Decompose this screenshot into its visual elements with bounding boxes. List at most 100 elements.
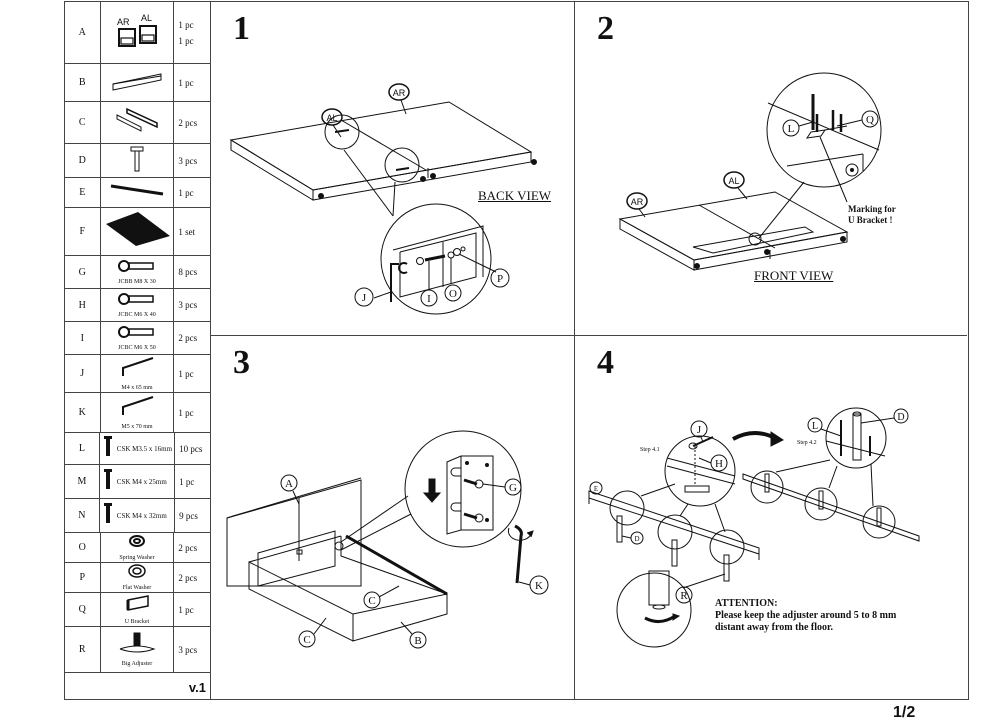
part-letter: F <box>65 208 101 255</box>
view-label: BACK VIEW <box>478 188 552 203</box>
qty-value: 8 pcs <box>178 267 198 277</box>
screw-icon <box>103 467 113 496</box>
part-caption: CSK M4 x 25mm <box>116 477 167 486</box>
part-letter: Q <box>65 593 101 626</box>
svg-text:AR: AR <box>631 197 644 207</box>
part-caption: M4 x 65 mm <box>121 385 153 391</box>
part-image: CSK M4 x 32mm <box>100 499 176 532</box>
callout-A <box>280 474 298 492</box>
part-caption: CSK M3.5 x 16mm <box>116 444 173 453</box>
part-letter: E <box>65 178 101 207</box>
qty-value: 1 pc <box>178 187 194 198</box>
part-image: M5 x 70 mm <box>101 393 175 432</box>
part-image: JCBC M6 X 50 <box>101 322 175 354</box>
qty-value: 1 pc <box>178 77 194 88</box>
part-quantity: 1 pc <box>174 178 211 207</box>
side-rails-icon <box>107 105 167 140</box>
callout-C <box>363 591 381 609</box>
bed-panel-side <box>230 139 314 201</box>
part-quantity: 3 pcs <box>174 289 211 321</box>
callout-AR <box>626 192 648 210</box>
qty-value: 2 pcs <box>178 572 198 583</box>
attention-note: ATTENTION: Please keep the adjuster arou… <box>715 598 897 633</box>
parts-row: D 3 pcs <box>65 144 211 178</box>
screw-icon <box>103 501 113 530</box>
qty-value: 2 pcs <box>178 333 198 343</box>
allen-key-icon <box>117 395 157 422</box>
callout-E <box>589 481 603 495</box>
svg-text:O: O <box>449 288 457 300</box>
svg-text:Q: Q <box>866 114 874 126</box>
part-quantity: 3 pcs <box>174 144 211 177</box>
svg-text:AL: AL <box>141 13 152 23</box>
part-quantity: 2 pcs <box>174 102 211 143</box>
part-image <box>101 102 175 143</box>
part-letter: G <box>65 256 101 288</box>
part-caption: Flat Washer <box>122 585 152 591</box>
part-letter: D <box>65 144 101 177</box>
qty-value: 1 pc <box>178 35 194 46</box>
attention-line: Please keep the adjuster around 5 to 8 m… <box>715 610 897 621</box>
qty-value: 1 pc <box>178 604 194 615</box>
part-quantity: 2 pcs <box>174 563 211 592</box>
svg-text:AR: AR <box>117 17 130 27</box>
bed-panel-top <box>229 101 533 191</box>
callout-J <box>354 287 374 307</box>
step-number: 3 <box>233 344 250 381</box>
step-4-diagram: J H E D L D R <box>588 407 920 648</box>
part-image <box>101 64 175 101</box>
part-letter: J <box>65 355 101 392</box>
allen-key-icon <box>117 356 157 383</box>
bolt-icon <box>117 292 157 310</box>
part-letter: R <box>65 627 101 672</box>
zoom-circle <box>664 435 736 507</box>
callout-AL <box>321 108 343 126</box>
part-image <box>101 178 175 207</box>
spring-washer-icon <box>127 534 147 553</box>
callout-D <box>893 408 909 424</box>
part-image: U Bracket <box>101 593 175 626</box>
qty-value: 9 pcs <box>179 510 198 521</box>
substep-label: Step 4.2 <box>797 440 817 446</box>
qty-value: 1 pc <box>178 407 194 418</box>
svg-text:B: B <box>414 635 421 647</box>
qty-value: 3 pcs <box>178 644 198 655</box>
bracket-marking-note: Marking for U Bracket ! <box>848 204 896 226</box>
step-number: 2 <box>597 10 614 47</box>
svg-text:AL: AL <box>326 113 337 123</box>
bed-panel-top <box>618 191 849 261</box>
svg-text:E: E <box>594 485 598 493</box>
footboard-icon <box>107 68 167 97</box>
part-quantity: 3 pcs <box>174 627 211 672</box>
svg-text:L: L <box>812 421 818 432</box>
part-quantity: 2 pcs <box>174 322 211 354</box>
part-letter: A <box>65 2 101 63</box>
callout-O <box>444 284 462 302</box>
svg-text:C: C <box>368 595 375 607</box>
part-image <box>101 208 175 255</box>
part-letter: P <box>65 563 101 592</box>
svg-text:J: J <box>697 424 702 436</box>
part-caption: M5 x 70 mm <box>121 424 153 430</box>
callout-AR <box>388 83 410 101</box>
part-caption: JCBC M6 X 40 <box>118 312 156 318</box>
attention-title: ATTENTION <box>715 598 775 609</box>
u-bracket-icon <box>122 594 152 617</box>
part-image: Spring Washer <box>101 533 175 562</box>
part-letter: C <box>65 102 101 143</box>
part-quantity: 8 pcs <box>174 256 211 288</box>
note-line: U Bracket ! <box>848 215 893 225</box>
callout-R <box>675 586 693 604</box>
svg-text:H: H <box>715 458 723 470</box>
part-quantity: 1 pc <box>175 465 211 498</box>
svg-text:R: R <box>680 590 688 602</box>
parts-row: E 1 pc <box>65 178 211 208</box>
adjuster-icon <box>117 632 157 659</box>
